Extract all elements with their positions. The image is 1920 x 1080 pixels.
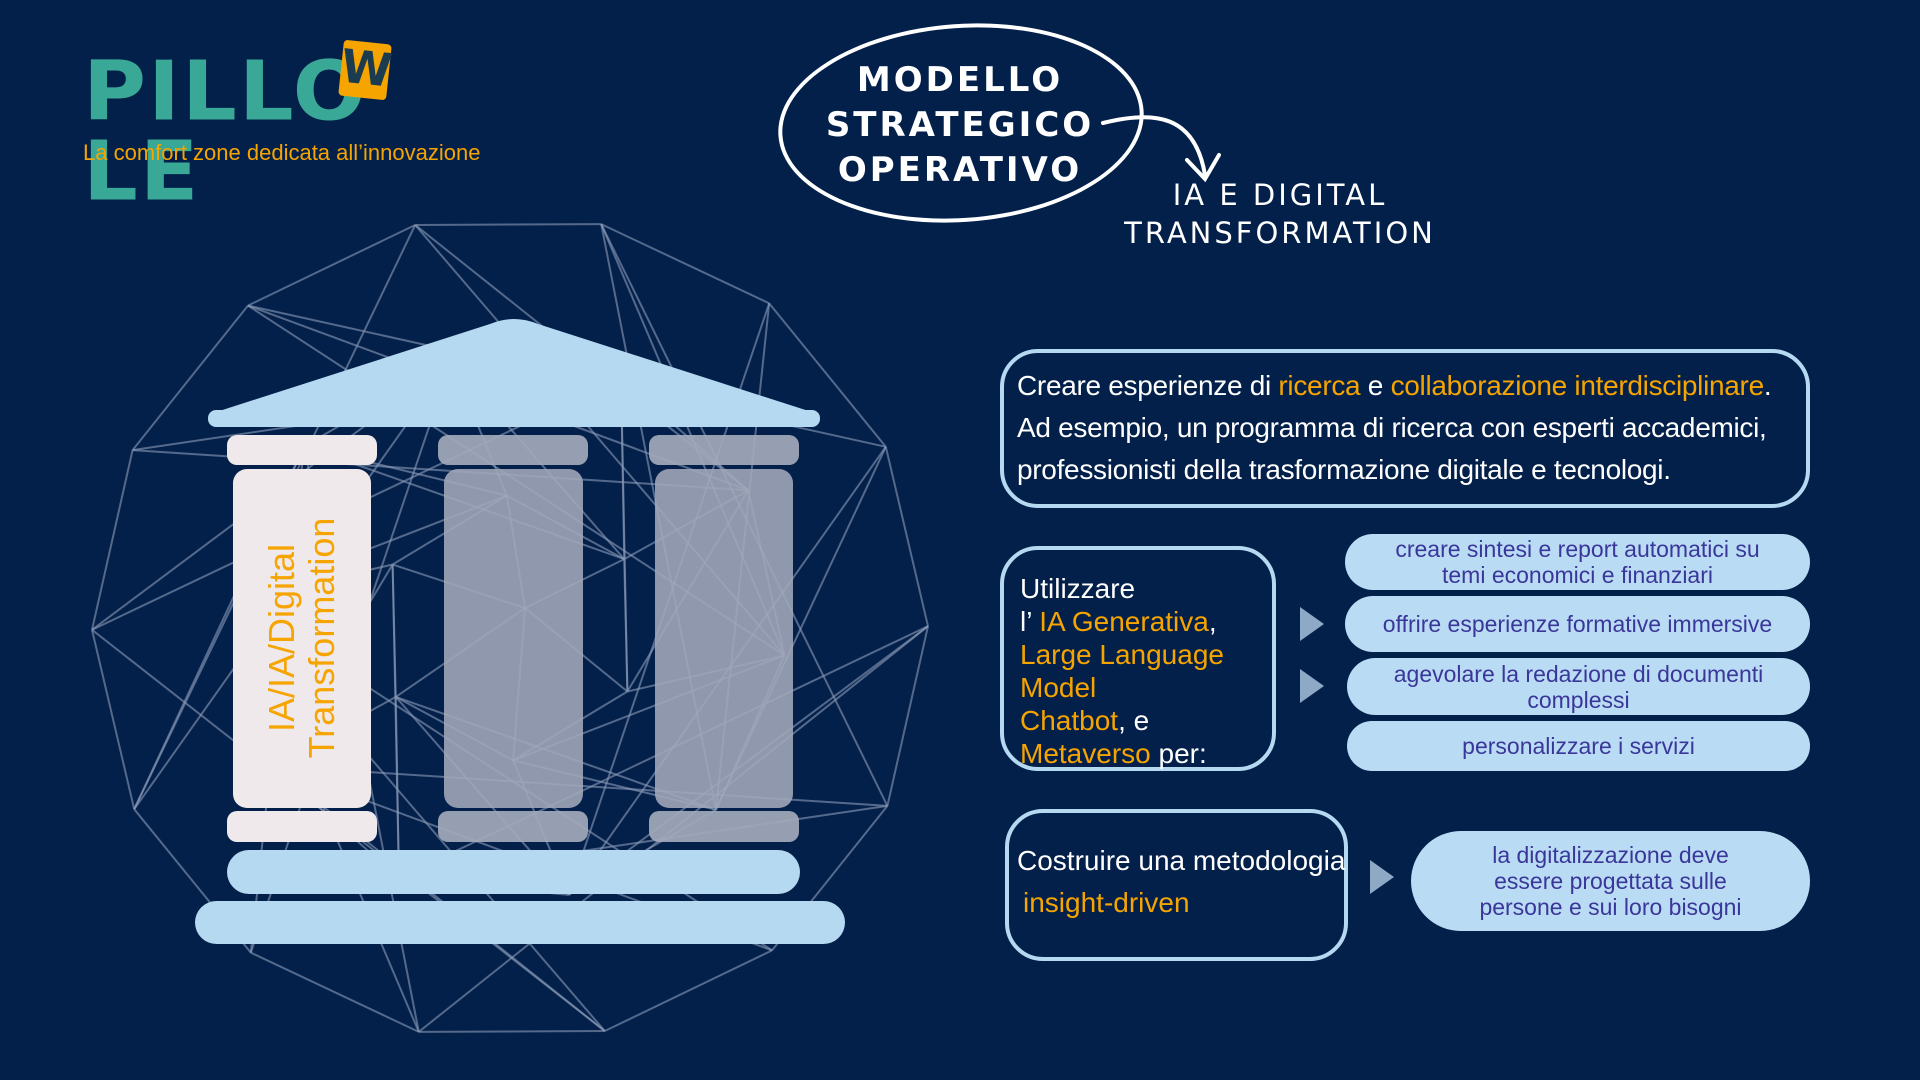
subtitle-line: IA E DIGITAL [1172,178,1388,212]
wireframe-edge [620,377,629,692]
text: , [1118,705,1134,736]
chevron-right-icon [1300,669,1324,703]
highlight: Chatbot [1020,705,1119,736]
methodology-box [1005,809,1348,961]
column-ia-digital [233,469,371,808]
text: l’ [1020,606,1040,637]
pill-documents: agevolare la redazione di documenti comp… [1347,658,1810,715]
wireframe-edge [91,629,136,810]
wireframe-edge [250,951,420,1033]
pill-report: creare sintesi e report automatici su te… [1345,534,1810,590]
highlight: Large Language Model [1020,639,1224,703]
highlight: ricerca [1278,370,1361,401]
title-line: MODELLO [856,60,1064,100]
subtitle: IA E DIGITAL TRANSFORMATION [1110,176,1450,252]
text: Creare esperienze di [1017,370,1279,401]
ai-tools-box [1000,546,1276,771]
chevron-right-icon [1370,860,1394,894]
temple-step-lower [195,901,845,944]
wireframe-edge [415,223,602,226]
text: , [1208,606,1217,637]
wireframe-edge [418,1030,605,1033]
wireframe-edge [131,304,249,451]
text: Ad esempio, un programma di ricerca con … [1017,412,1767,443]
column-base [438,811,588,842]
logo-wordmark: PILLOLE [83,44,368,220]
highlight: Metaverso [1020,738,1151,769]
column-capital [438,435,588,465]
research-box [1000,349,1810,508]
title-line: STRATEGICO [825,105,1095,145]
column-base [227,811,377,842]
column [444,469,583,808]
temple-step-upper [227,850,800,894]
curved-arrow-icon [1101,115,1221,183]
column [655,469,793,808]
research-text: Creare esperienze di ricerca e collabora… [1017,365,1807,491]
text: professionisti della trasformazione digi… [1017,454,1671,485]
column-label-line: IA/IA/Digital [261,543,302,733]
logo-tagline: La comfort zone dedicata all’innovazione [83,140,481,165]
temple-roof [208,319,820,427]
logo: PILLOLE W [83,39,513,213]
column-capital [227,435,377,465]
wireframe-edge [247,224,416,307]
wireframe-edge [91,449,134,631]
text: . [1763,370,1772,401]
text: e [1133,705,1150,736]
methodology-text: Costruire una metodologia insight-driven [1017,840,1347,924]
wireframe-edge [604,949,773,1032]
text: Costruire una metodologia [1017,845,1346,876]
wireframe-edge [600,223,770,305]
ai-tools-text: Utilizzare l’ IA Generativa, Large Langu… [1020,572,1260,770]
pill-people: la digitalizzazione deve essere progetta… [1411,831,1810,931]
column-label: IA/IA/Digital Transformation [261,473,342,803]
wireframe-edge [886,625,929,807]
page-title: MODELLO STRATEGICO OPERATIVO [790,58,1130,193]
text: e [1360,370,1391,401]
title-line: OPERATIVO [837,150,1083,190]
highlight: collaborazione interdisciplinare [1390,370,1765,401]
column-capital [649,435,799,465]
wireframe-edge [884,446,929,627]
wireframe-edge [391,564,400,879]
pill-training: offrire esperienze formative immersive [1345,596,1810,652]
chevron-right-icon [1300,607,1324,641]
wireframe-edge [768,302,887,448]
column-label-line: Transformation [301,517,342,759]
column-base [649,811,799,842]
subtitle-line: TRANSFORMATION [1124,216,1436,250]
text: Utilizzare [1020,573,1136,604]
highlight: IA Generativa [1039,606,1209,637]
pill-services: personalizzare i servizi [1347,721,1810,771]
text: per: [1150,738,1207,769]
highlight: insight-driven [1023,887,1190,918]
